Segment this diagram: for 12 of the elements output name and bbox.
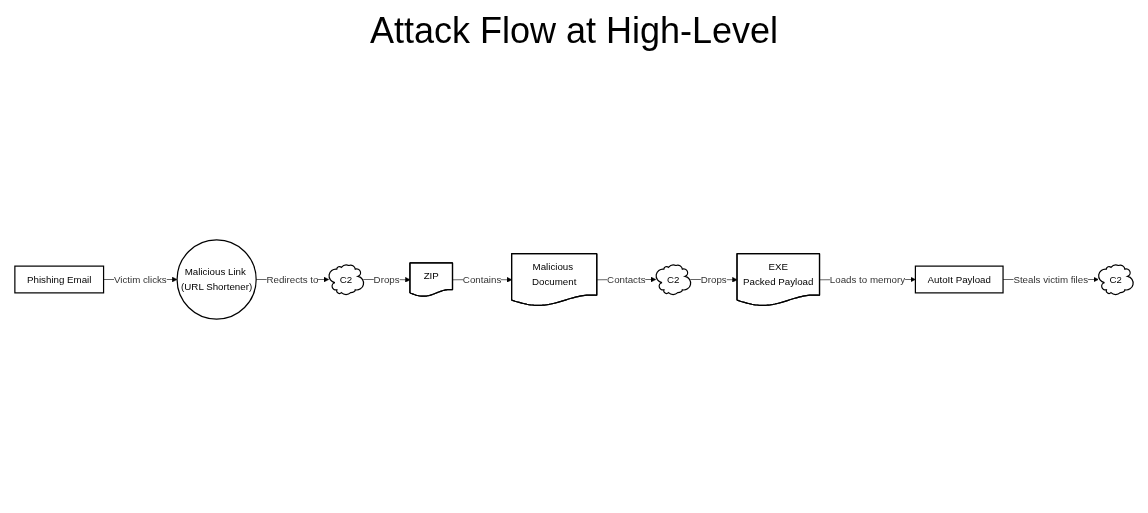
node-circle: Malicious Link (URL Shortener) <box>176 239 257 320</box>
diagram-title: Attack Flow at High-Level <box>369 10 779 52</box>
edge-label: Drops <box>373 274 400 285</box>
node-box: Phishing Email <box>14 265 105 294</box>
edge-label: Drops <box>700 274 727 285</box>
edge-label: Victim clicks <box>113 274 167 285</box>
edge-label: Loads to memory <box>829 274 906 285</box>
edge-label: Steals victim files <box>1013 274 1089 285</box>
node-box: AutoIt Payload <box>914 265 1004 294</box>
edge-label: Redirects to <box>266 274 319 285</box>
edge-label: Contacts <box>607 274 646 285</box>
edge-label: Contains <box>462 274 502 285</box>
